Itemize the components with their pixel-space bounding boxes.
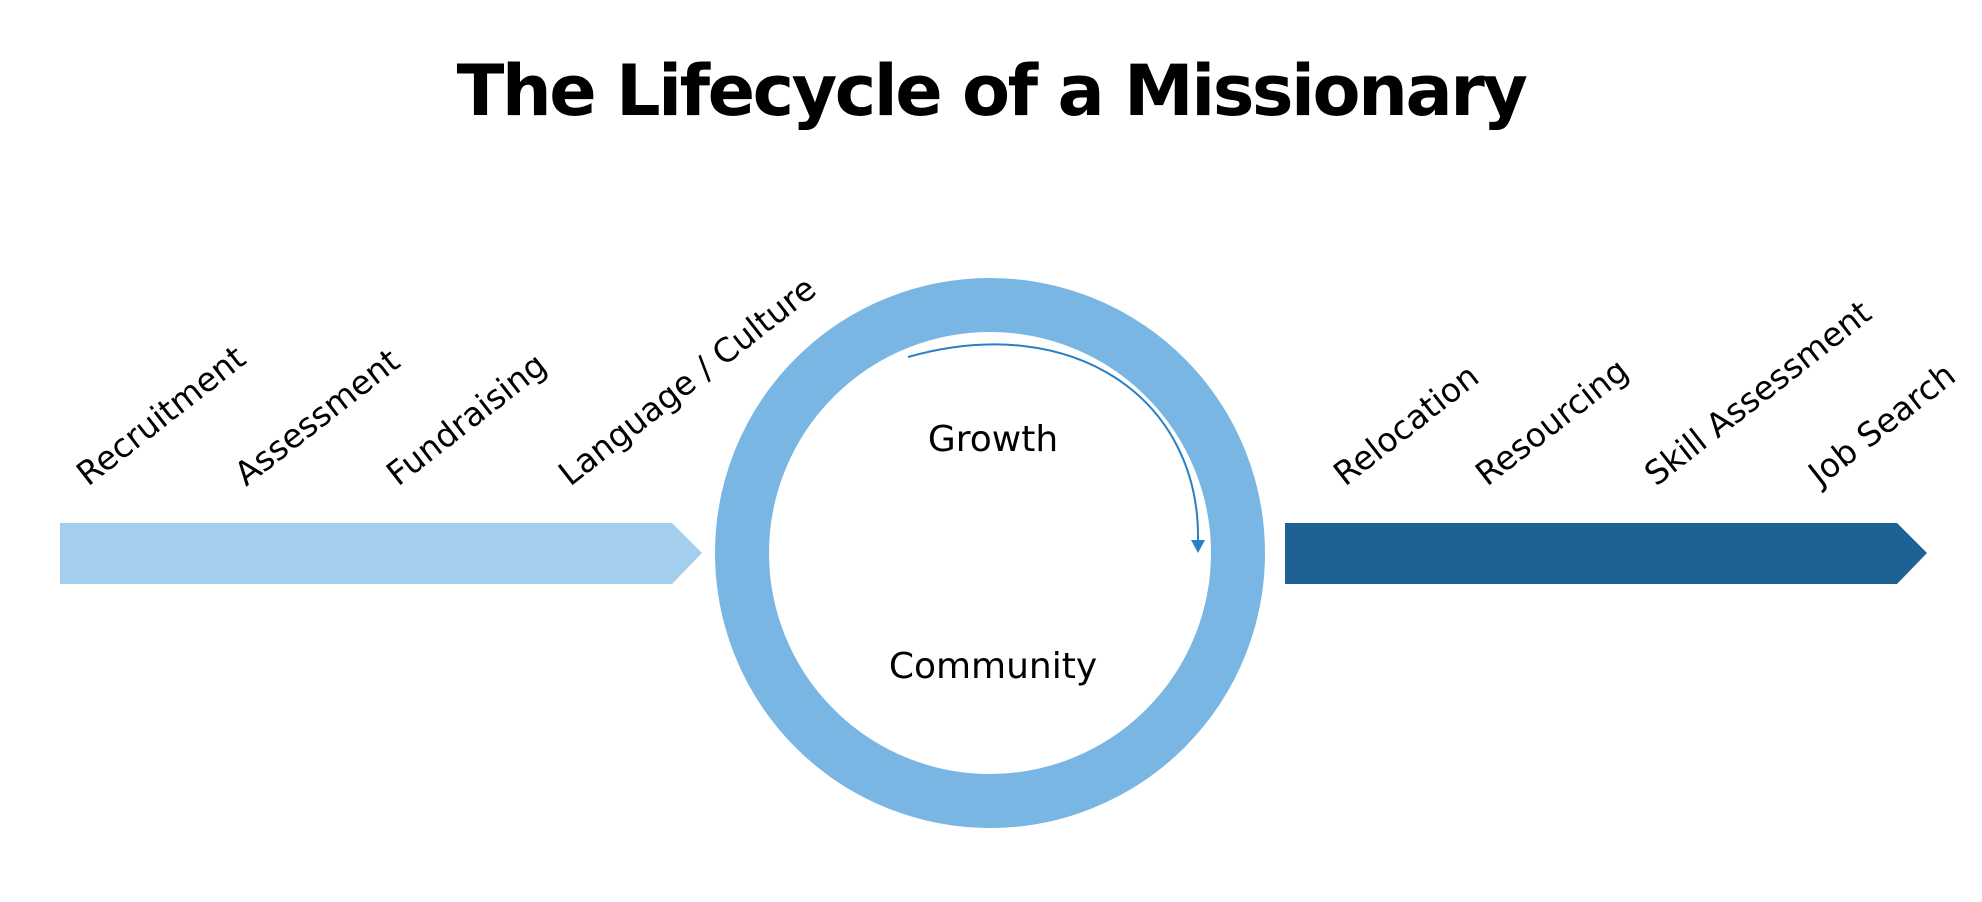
stage-label-assessment: Assessment bbox=[227, 341, 407, 494]
diagram-title: The Lifecycle of a Missionary bbox=[457, 50, 1528, 132]
cycle-arrowhead bbox=[1191, 540, 1205, 553]
stage-label-recruitment: Recruitment bbox=[69, 338, 253, 494]
cycle-arrow bbox=[907, 343, 1200, 541]
post-field-arrow bbox=[1285, 523, 1927, 584]
stage-label-job-search: Job Search bbox=[1799, 355, 1962, 495]
stage-label-fundraising: Fundraising bbox=[379, 345, 554, 493]
pre-field-arrow bbox=[60, 523, 702, 584]
stage-label-resourcing: Resourcing bbox=[1468, 350, 1635, 493]
stage-label-relocation: Relocation bbox=[1326, 356, 1486, 493]
growth-label: Growth bbox=[928, 419, 1058, 460]
community-label: Community bbox=[889, 646, 1097, 687]
growth-cycle-ring bbox=[715, 278, 1265, 828]
